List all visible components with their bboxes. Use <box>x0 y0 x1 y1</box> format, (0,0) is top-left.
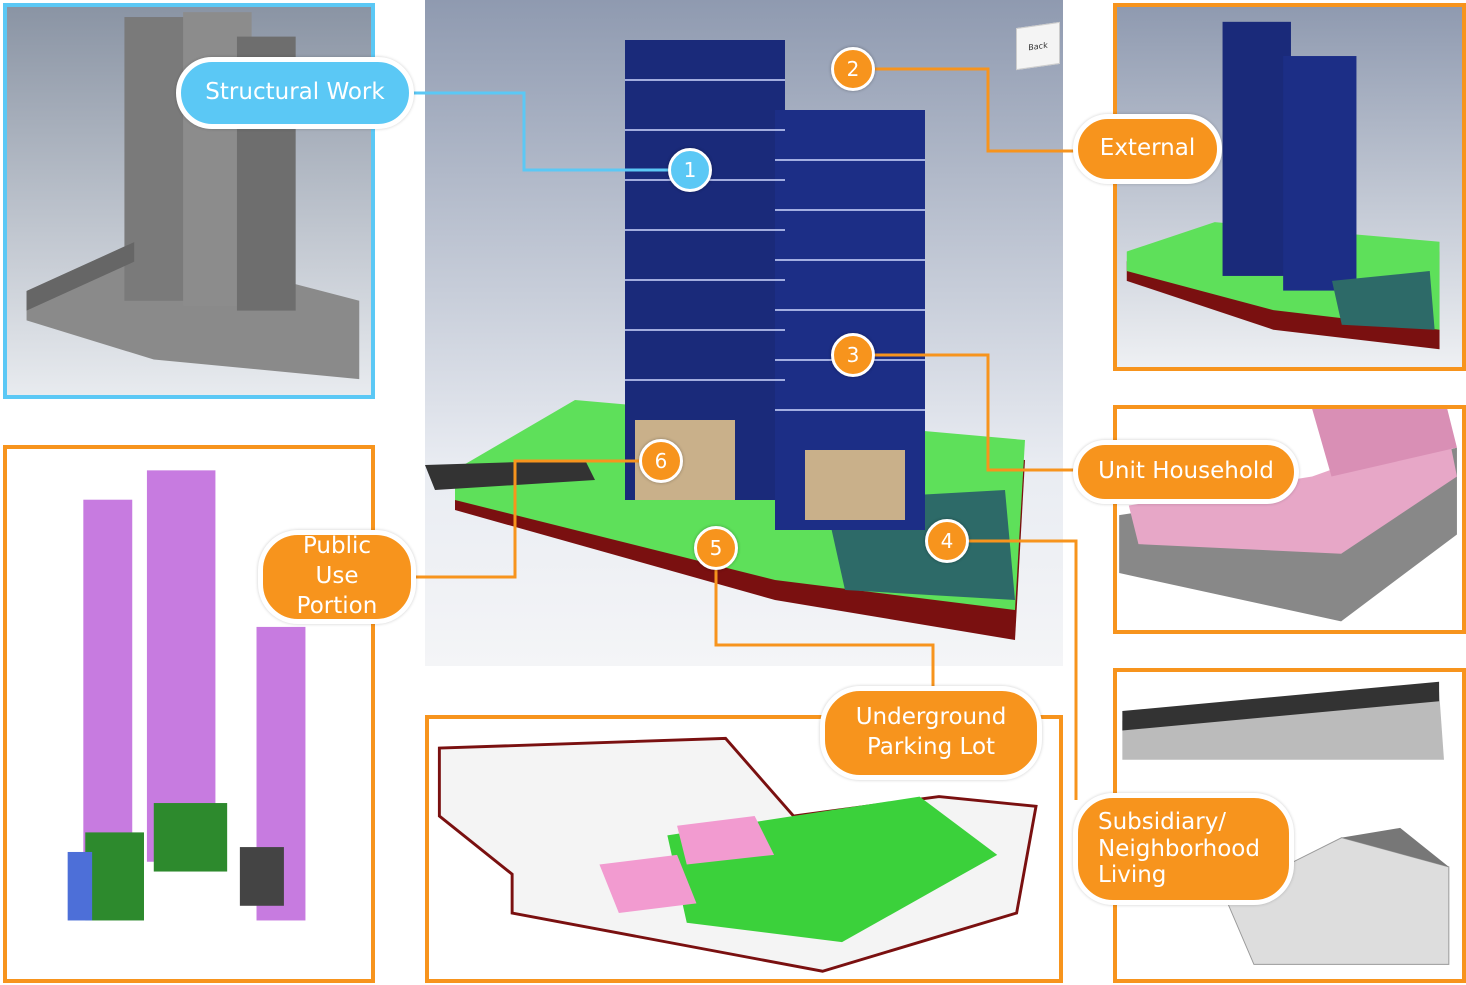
marker-4[interactable]: 4 <box>925 519 969 563</box>
label-external: External <box>1073 114 1222 184</box>
marker-2[interactable]: 2 <box>831 47 875 91</box>
label-underground-parking-lot: Underground Parking Lot <box>820 686 1042 780</box>
label-structural-work: Structural Work <box>176 57 414 129</box>
external-panel <box>1113 3 1466 371</box>
unit-household-image <box>1119 409 1457 622</box>
label-public-use-portion: Public Use Portion <box>258 530 416 624</box>
underground-parking-image <box>437 736 1038 973</box>
external-model-image <box>1126 21 1440 350</box>
marker-1[interactable]: 1 <box>668 148 712 192</box>
public-use-image <box>67 470 306 921</box>
public-use-panel <box>3 445 375 983</box>
building-model-image <box>425 40 1025 640</box>
marker-6[interactable]: 6 <box>639 439 683 483</box>
marker-5[interactable]: 5 <box>694 526 738 570</box>
label-unit-household: Unit Household <box>1073 440 1299 504</box>
main-model-view[interactable] <box>425 0 1063 666</box>
viewcube-back[interactable]: Back <box>1016 21 1060 71</box>
label-subsidiary-living: Subsidiary/ Neighborhood Living <box>1073 793 1294 905</box>
marker-3[interactable]: 3 <box>831 333 875 377</box>
